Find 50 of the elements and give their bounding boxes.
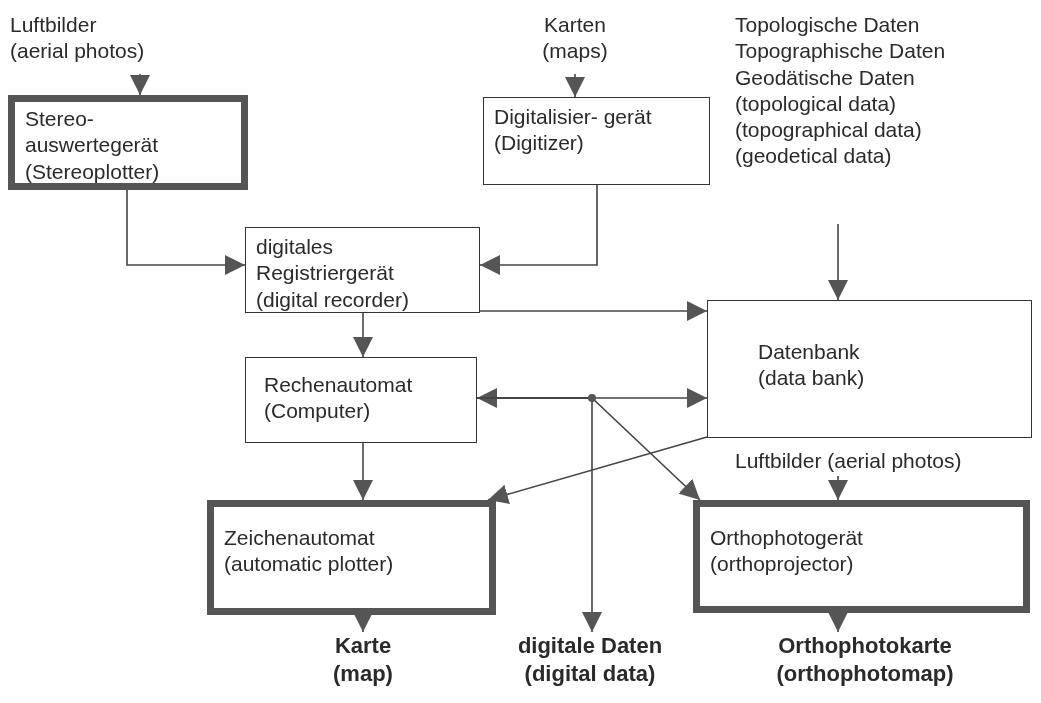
output-text: (map)	[332, 659, 394, 687]
arrow	[130, 73, 150, 96]
source-text: Geodätische Daten	[735, 64, 916, 91]
box-label: Stereo- auswertegerät	[25, 106, 160, 159]
box-label: (orthoprojector)	[710, 551, 855, 578]
source-text: (maps)	[541, 38, 609, 65]
output-text: digitale Daten	[516, 632, 664, 660]
device-box	[245, 227, 480, 313]
source-text: Luftbilder (aerial photos)	[735, 448, 963, 474]
arrow	[479, 301, 708, 321]
arrow	[487, 436, 708, 505]
database-box	[707, 300, 1032, 438]
box-label: (automatic plotter)	[224, 551, 395, 578]
output-text: Karte	[333, 632, 393, 660]
box-label: Orthophotogerät	[710, 525, 864, 551]
box-label: Rechenautomat	[264, 372, 414, 398]
arrow	[126, 189, 246, 275]
output-text: Orthophotokarte	[777, 632, 953, 660]
output-text: (orthophotomap)	[775, 659, 955, 687]
box-label: digitales Registriergerät	[256, 234, 395, 287]
arrow	[828, 475, 848, 501]
arrow	[353, 612, 373, 633]
device-box	[483, 97, 710, 185]
box-label: (Digitizer)	[494, 130, 585, 157]
box-label: (Computer)	[264, 398, 372, 425]
output-text: (digital data)	[523, 659, 657, 687]
source-text: (topological data)	[735, 90, 898, 117]
source-text: Topologische Daten	[735, 12, 921, 38]
box-label: Zeichenautomat	[224, 525, 376, 551]
arrow	[353, 312, 373, 358]
box-label: (Stereoplotter)	[25, 158, 161, 185]
device-box	[693, 500, 1030, 613]
source-text: (geodetical data)	[735, 143, 893, 170]
arrow	[353, 442, 373, 501]
arrow	[828, 612, 848, 633]
source-text: Topographische Daten	[735, 38, 947, 65]
arrow	[828, 223, 848, 301]
arrow	[565, 73, 585, 98]
box-label: (digital recorder)	[256, 286, 410, 313]
source-text: (aerial photos)	[10, 38, 146, 65]
device-box	[207, 500, 496, 615]
device-box	[8, 95, 248, 190]
box-label: Datenbank	[758, 339, 861, 365]
source-text: (topographical data)	[735, 117, 923, 143]
box-label: (data bank)	[758, 365, 866, 392]
device-box	[245, 357, 477, 443]
source-text: Luftbilder	[10, 12, 98, 38]
box-label: Digitalisier- gerät	[494, 104, 653, 130]
arrow	[479, 184, 598, 275]
source-text: Karten	[543, 12, 607, 38]
